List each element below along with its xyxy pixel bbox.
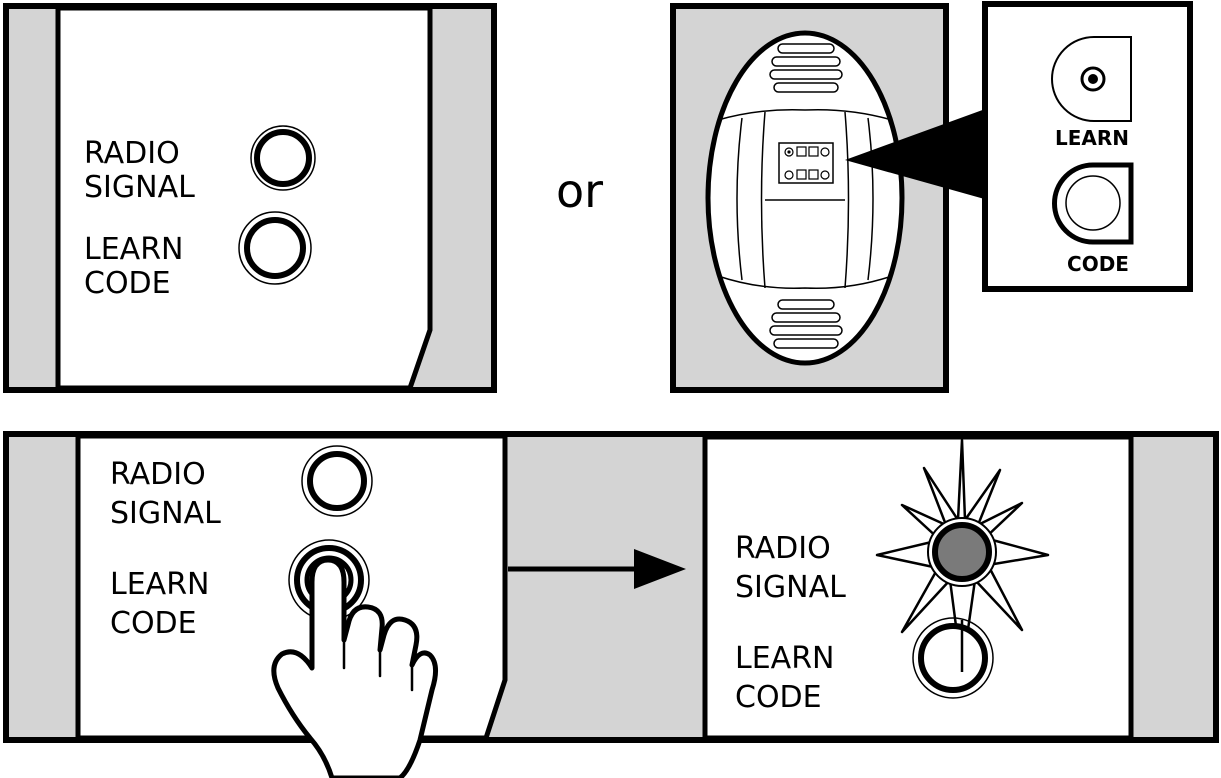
motor-unit-icon [705,30,905,366]
panel-c-right-radio-line1: RADIO [735,531,831,566]
panel-c-right-face [702,434,1134,741]
panel-a-radio-line2: SIGNAL [84,170,195,205]
panel-a-radio-line1: RADIO [84,136,180,171]
panel-c-left-radio-line1: RADIO [110,457,206,492]
panel-c-right-learn-line2: CODE [735,680,822,715]
learn-code-button [238,211,312,285]
transition-arrow [508,549,686,589]
pressing-hand-icon [271,557,438,778]
panel-a-learn-line2: CODE [84,266,171,301]
inset-detail: LEARN CODE [982,1,1193,292]
callout-pointer [845,108,988,200]
panel-c-right-radio-line2: SIGNAL [735,570,846,605]
or-separator: or [556,164,603,218]
learn-led-inner [1088,74,1098,84]
inset-code-label: CODE [1067,252,1129,276]
code-button-center [1065,175,1121,231]
radio-signal-led-lit [875,438,1050,674]
panel-c-left-learn-line1: LEARN [110,567,209,602]
inset-learn-label: LEARN [1055,126,1129,150]
panel-a-learn-line1: LEARN [84,232,183,267]
radio-signal-led [250,125,316,191]
panel-a-face [55,5,433,391]
radio-signal-led-left [301,445,373,517]
panel-b: LEARN CODE [670,1,1193,393]
panel-c-left-learn-line2: CODE [110,606,197,641]
panel-c-right-learn-line1: LEARN [735,641,834,676]
panel-c-left-radio-line2: SIGNAL [110,496,221,531]
panel-a: RADIO SIGNAL LEARN CODE [3,3,497,393]
panel-c: RADIO SIGNAL LEARN CODE RADIO SIGNAL LEA… [3,431,1219,778]
learn-code-button-right [912,617,994,699]
